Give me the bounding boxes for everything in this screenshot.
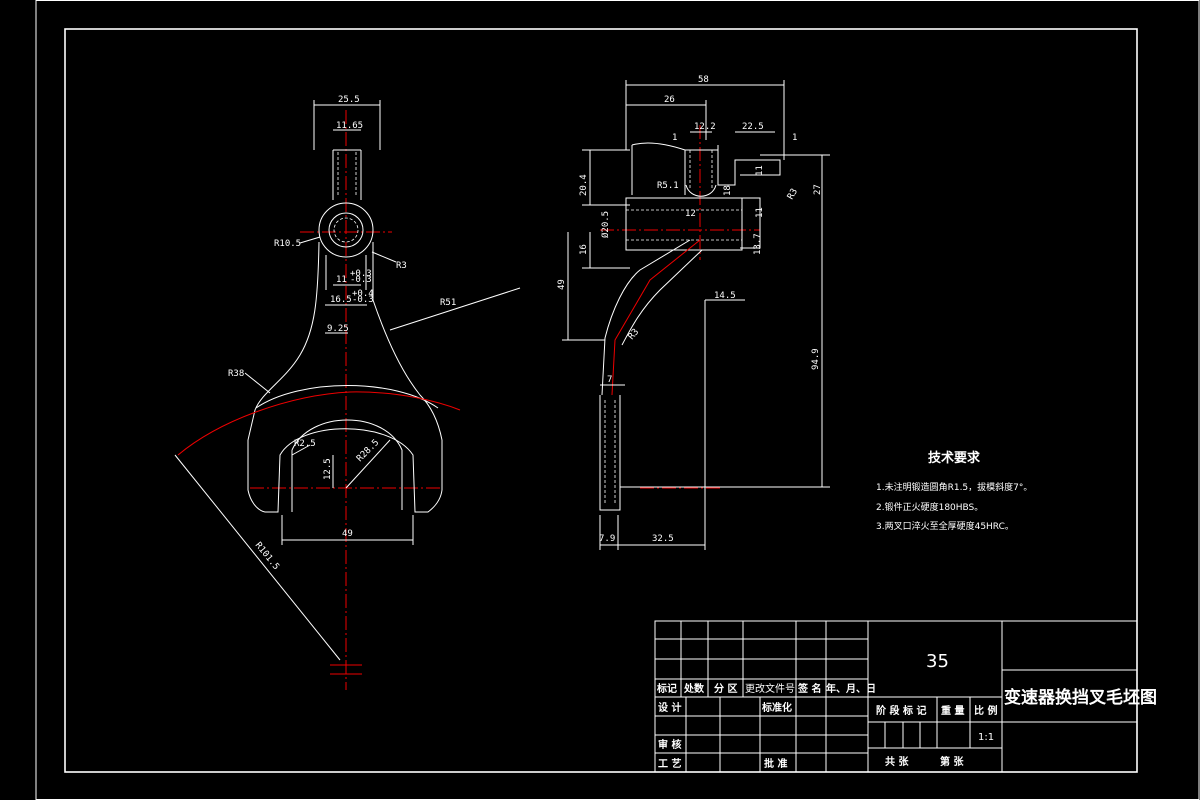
dim-25-5: 25.5: [338, 95, 360, 105]
technical-requirements: 技术要求 1.未注明锻造圆角R1.5，拔模斜度7°。 2.锻件正火硬度180HB…: [876, 450, 1032, 532]
dim-12-5: 12.5: [323, 458, 333, 480]
requirement-2: 2.锻件正火硬度180HBS。: [876, 501, 983, 513]
dim-12-2: 12.2: [694, 122, 716, 132]
label-sign: 签 名: [797, 682, 821, 695]
material: 35: [926, 651, 949, 672]
label-standardize: 标准化: [761, 701, 792, 714]
dim-94-9: 94.9: [811, 348, 821, 370]
dim-phi20-5: Ø20.5: [600, 211, 611, 238]
dim-r10-5: R10.5: [274, 239, 301, 249]
label-weight: 重 量: [941, 704, 964, 717]
title-block: 标记 处数 分 区 更改文件号 签 名 年、月、日 设 计 标准化 审 核 工 …: [654, 620, 1157, 773]
dim-7-9: 7.9: [599, 534, 615, 544]
dim-58: 58: [698, 75, 709, 85]
dim-r3b: R3: [627, 327, 642, 342]
dim-18: 18: [723, 185, 733, 196]
label-change-doc: 更改文件号: [745, 682, 795, 695]
dim-22-5: 22.5: [742, 122, 764, 132]
requirement-3: 3.两叉口淬火至全厚硬度45HRC。: [876, 520, 1014, 532]
dim-r5-1: R5.1: [657, 181, 679, 191]
dim-7: 7: [607, 375, 612, 385]
dim-11b: 11: [755, 207, 765, 218]
dim-32-5: 32.5: [652, 534, 674, 544]
dim-16-5: 16.5: [330, 295, 352, 305]
dim-r28-5: R28.5: [355, 438, 381, 464]
inner-border: [64, 28, 1138, 773]
drawing-name: 变速器换挡叉毛坯图: [1004, 687, 1157, 708]
label-count: 处数: [683, 682, 705, 695]
dim-26: 26: [664, 95, 675, 105]
dim-9-25: 9.25: [327, 324, 349, 334]
label-review: 审 核: [658, 738, 681, 751]
dim-r3: R3: [396, 261, 407, 271]
dim-16: 16: [579, 244, 589, 255]
dim-r3a: R3: [786, 187, 800, 201]
label-approve: 批 准: [764, 757, 787, 770]
scale-value: 1:1: [978, 732, 994, 743]
label-total-sheets: 共 张: [885, 755, 909, 768]
dim-11: 11: [336, 275, 347, 285]
dim-27: 27: [813, 184, 823, 195]
dim-16-5-tol: +0.4-0.3: [352, 289, 374, 305]
label-design: 设 计: [658, 701, 681, 714]
dim-r2-5: R2.5: [294, 439, 316, 449]
requirement-1: 1.未注明锻造圆角R1.5，拔模斜度7°。: [876, 481, 1032, 493]
dim-1a: 1: [672, 133, 677, 143]
dim-11-65: 11.65: [336, 121, 363, 131]
dim-20-4: 20.4: [579, 174, 589, 196]
outer-border: [35, 0, 1200, 800]
label-sheet-no: 第 张: [940, 755, 964, 768]
dim-49: 49: [342, 529, 353, 539]
dim-12: 12: [685, 209, 696, 219]
label-stage-mark: 阶 段 标 记: [876, 704, 926, 717]
dim-11-tol: +0.3-0.3: [350, 269, 372, 285]
dim-14-5: 14.5: [714, 291, 736, 301]
label-scale: 比 例: [974, 704, 997, 717]
requirements-title: 技术要求: [928, 450, 981, 466]
front-view: 25.5 11.65 R10.5 R3 11 +0.3-0.3 16.5 +0.…: [174, 95, 521, 690]
label-date: 年、月、日: [826, 682, 876, 695]
label-process: 工 艺: [658, 757, 681, 770]
dim-13-7: 13.7: [753, 233, 763, 255]
dim-11a: 11: [755, 165, 765, 176]
label-mark: 标记: [656, 682, 677, 695]
label-zone: 分 区: [714, 682, 737, 695]
dim-1b: 1: [792, 133, 797, 143]
dim-r38: R38: [228, 369, 244, 379]
dim-r51: R51: [440, 298, 456, 308]
side-view: 58 26 12.2 22.5 1 1 20.4 R5.1 18 11 R3 2…: [557, 75, 830, 550]
dim-49-side: 49: [557, 279, 567, 290]
